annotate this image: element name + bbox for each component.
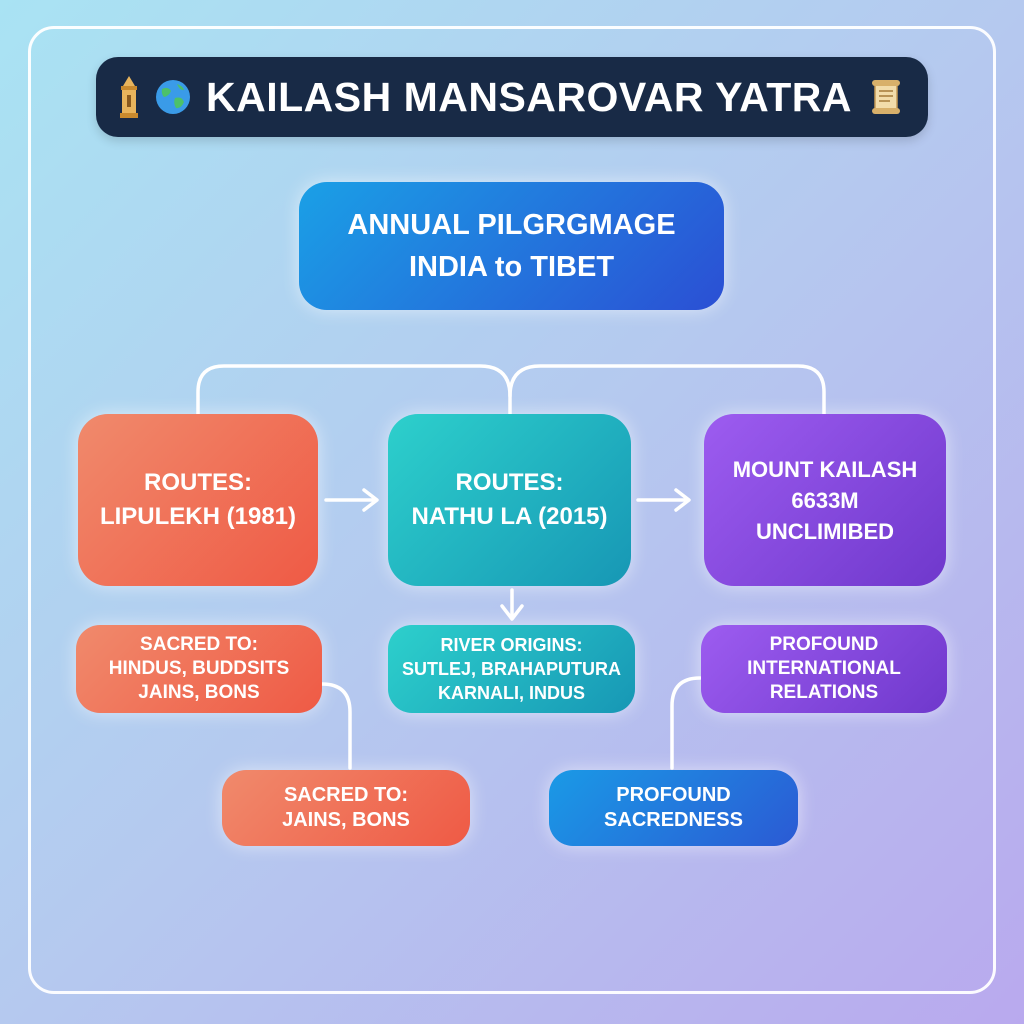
temple-icon: [118, 75, 140, 119]
arrow-lipulekh-to-nathu-la: [324, 488, 379, 512]
routes-nathu-la-box: ROUTES: NATHU LA (2015): [388, 414, 631, 586]
international-relations-line2: INTERNATIONAL: [747, 658, 901, 679]
sacred-to-1-line3: JAINS, BONS: [138, 682, 260, 703]
annual-pilgrimage-line1: ANNUAL PILGRGMAGE: [347, 209, 676, 241]
connector-hub-right: [508, 364, 826, 416]
globe-icon: [154, 78, 192, 116]
connector-sacred-1-to-2: [320, 682, 352, 770]
routes-nathu-la-value: NATHU LA (2015): [411, 503, 608, 530]
routes-lipulekh-box: ROUTES: LIPULEKH (1981): [78, 414, 318, 586]
mount-kailash-line2: 6633M: [791, 487, 859, 513]
river-origins-box: RIVER ORIGINS: SUTLEJ, BRAHAPUTURA KARNA…: [388, 625, 635, 713]
annual-pilgrimage-box: ANNUAL PILGRGMAGE INDIA to TIBET: [299, 182, 724, 310]
mount-kailash-line3: UNCLIMIBED: [755, 518, 895, 544]
arrow-nathu-la-to-river-origins: [500, 588, 524, 621]
routes-nathu-la-label: ROUTES:: [455, 469, 564, 496]
river-origins-line2: SUTLEJ, BRAHAPUTURA: [401, 659, 621, 679]
diagram-frame: [28, 26, 996, 994]
sacred-to-box-1: SACRED TO: HINDUS, BUDDSITS JAINS, BONS: [76, 625, 322, 713]
international-relations-line3: RELATIONS: [769, 682, 879, 703]
profound-sacredness-line2: SACREDNESS: [604, 809, 743, 831]
scroll-icon: [866, 77, 906, 117]
connector-hub-left: [196, 364, 512, 416]
sacred-to-2-line1: SACRED TO:: [283, 784, 409, 806]
annual-pilgrimage-line2: INDIA to TIBET: [408, 251, 615, 283]
title-bar: KAILASH MANSAROVAR YATRA: [96, 57, 928, 137]
diagram-title: KAILASH MANSAROVAR YATRA: [205, 73, 853, 120]
routes-lipulekh-label: ROUTES:: [144, 469, 252, 496]
sacred-to-box-2: SACRED TO: JAINS, BONS: [222, 770, 470, 846]
profound-sacredness-line1: PROFOUND: [616, 784, 731, 806]
sacred-to-1-line2: HINDUS, BUDDSITS: [108, 658, 290, 679]
routes-lipulekh-value: LIPULEKH (1981): [99, 503, 297, 530]
mount-kailash-box: MOUNT KAILASH 6633M UNCLIMIBED: [704, 414, 946, 586]
river-origins-line3: KARNALI, INDUS: [438, 683, 585, 703]
international-relations-box: PROFOUND INTERNATIONAL RELATIONS: [701, 625, 947, 713]
connector-relations-to-sacredness: [670, 676, 702, 770]
international-relations-line1: PROFOUND: [769, 634, 879, 655]
river-origins-line1: RIVER ORIGINS:: [440, 635, 583, 655]
sacred-to-2-line2: JAINS, BONS: [282, 809, 410, 831]
sacred-to-1-line1: SACRED TO:: [140, 634, 258, 655]
profound-sacredness-box: PROFOUND SACREDNESS: [549, 770, 798, 846]
mount-kailash-line1: MOUNT KAILASH: [732, 456, 918, 482]
arrow-nathu-la-to-mount-kailash: [636, 488, 691, 512]
